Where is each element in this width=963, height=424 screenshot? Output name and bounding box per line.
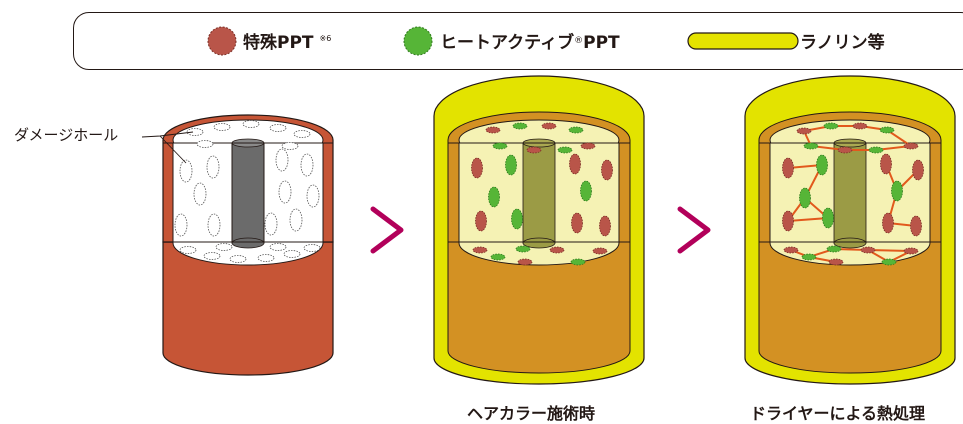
damage-hole xyxy=(269,124,287,132)
damage-hole xyxy=(215,243,233,251)
heat-active-ppt-particle xyxy=(823,122,839,130)
caption-dryer-heat: ドライヤーによる熱処理 xyxy=(750,404,926,423)
heat-active-ppt-particle xyxy=(557,146,573,154)
damage-hole xyxy=(207,213,221,237)
damage-hole-leader-line xyxy=(159,135,187,164)
damage-hole xyxy=(186,128,204,136)
heat-active-ppt-particle xyxy=(868,146,884,154)
heat-active-ppt-particle xyxy=(826,245,842,253)
special-ppt-particle xyxy=(837,146,853,154)
heat-active-ppt-particle xyxy=(580,180,592,202)
special-ppt-particle xyxy=(485,126,501,134)
damage-hole xyxy=(281,142,299,150)
special-ppt-particle xyxy=(860,246,876,254)
special-ppt-particle xyxy=(471,157,483,179)
damage-hole xyxy=(293,130,311,138)
special-ppt-particle xyxy=(912,159,924,181)
special-ppt-particle xyxy=(571,212,583,234)
heat-active-ppt-particle xyxy=(492,142,508,150)
special-ppt-particle xyxy=(782,210,794,232)
heat-active-ppt-particle xyxy=(515,245,531,253)
damage-hole xyxy=(306,184,320,208)
special-ppt-particle xyxy=(472,246,488,254)
damage-hole xyxy=(179,246,197,254)
legend-lanolin-swatch xyxy=(687,32,799,50)
heat-active-ppt-particle xyxy=(505,154,517,176)
damage-hole xyxy=(196,140,214,148)
special-ppt-particle xyxy=(541,122,557,130)
heat-active-ppt-particle xyxy=(511,208,523,230)
special-ppt-particle xyxy=(910,215,922,237)
heat-active-ppt-particle xyxy=(816,154,828,176)
special-ppt-particle xyxy=(828,258,844,266)
legend-lanolin-label: ラノリン等 xyxy=(800,33,885,53)
special-ppt-particle xyxy=(549,246,565,254)
damage-hole xyxy=(242,120,260,128)
damage-hole xyxy=(303,244,321,252)
special-ppt-particle xyxy=(903,247,919,255)
special-ppt-particle xyxy=(526,146,542,154)
heat-active-ppt-particle xyxy=(822,207,834,229)
special-ppt-particle xyxy=(601,159,613,181)
special-ppt-particle xyxy=(569,153,581,175)
caption-hair-color: ヘアカラー施術時 xyxy=(467,404,596,423)
hair-after-color xyxy=(433,75,645,385)
damage-hole xyxy=(269,243,287,251)
special-ppt-particle xyxy=(783,246,799,254)
heat-active-ppt-particle xyxy=(879,126,895,134)
special-ppt-particle xyxy=(903,142,919,150)
arrow-right-icon xyxy=(370,206,404,254)
damage-hole xyxy=(193,182,207,206)
special-ppt-particle xyxy=(796,127,812,135)
special-ppt-particle xyxy=(517,258,533,266)
heat-active-ppt-particle xyxy=(881,258,897,266)
legend-special-ppt-swatch xyxy=(207,26,237,56)
heat-active-ppt-particle xyxy=(488,186,500,208)
damage-hole xyxy=(300,153,314,177)
special-ppt-particle xyxy=(475,210,487,232)
heat-active-ppt-particle xyxy=(570,258,586,266)
hair-damaged xyxy=(141,114,334,376)
damage-hole xyxy=(278,180,292,204)
special-ppt-particle xyxy=(599,215,611,237)
damage-hole xyxy=(275,148,289,172)
damage-hole xyxy=(206,155,220,179)
heat-active-ppt-particle xyxy=(803,142,819,150)
damage-hole xyxy=(264,212,278,236)
heat-active-ppt-particle xyxy=(490,253,506,261)
registered-mark: ® xyxy=(574,36,584,46)
damage-hole xyxy=(213,123,231,131)
damage-hole xyxy=(174,213,188,237)
special-ppt-particle xyxy=(592,247,608,255)
damage-hole xyxy=(229,255,247,263)
footnote-marker: ※6 xyxy=(319,34,332,43)
special-ppt-particle xyxy=(580,142,596,150)
legend-box xyxy=(73,12,963,70)
special-ppt-particle xyxy=(880,153,892,175)
damage-hole xyxy=(203,252,221,260)
special-ppt-particle xyxy=(882,212,894,234)
damage-hole xyxy=(179,159,193,183)
heat-active-ppt-particle xyxy=(801,253,817,261)
heat-active-ppt-particle xyxy=(512,122,528,130)
legend-heat-active-ppt-swatch xyxy=(403,26,433,56)
damage-hole xyxy=(289,208,303,232)
special-ppt-particle xyxy=(782,157,794,179)
special-ppt-particle xyxy=(852,122,868,130)
heat-active-ppt-particle xyxy=(568,126,584,134)
legend-heat-active-ppt-label: ヒートアクティブ®PPT xyxy=(440,33,620,53)
hair-after-dryer-heat xyxy=(744,75,956,385)
damage-hole xyxy=(283,250,301,258)
heat-active-ppt-particle xyxy=(891,180,903,202)
legend-special-ppt-label: 特殊PPT※6 xyxy=(243,33,332,53)
damage-hole xyxy=(257,254,275,262)
arrow-right-icon xyxy=(677,206,711,254)
heat-active-ppt-particle xyxy=(799,187,811,209)
damage-hole-label: ダメージホール xyxy=(14,126,119,144)
